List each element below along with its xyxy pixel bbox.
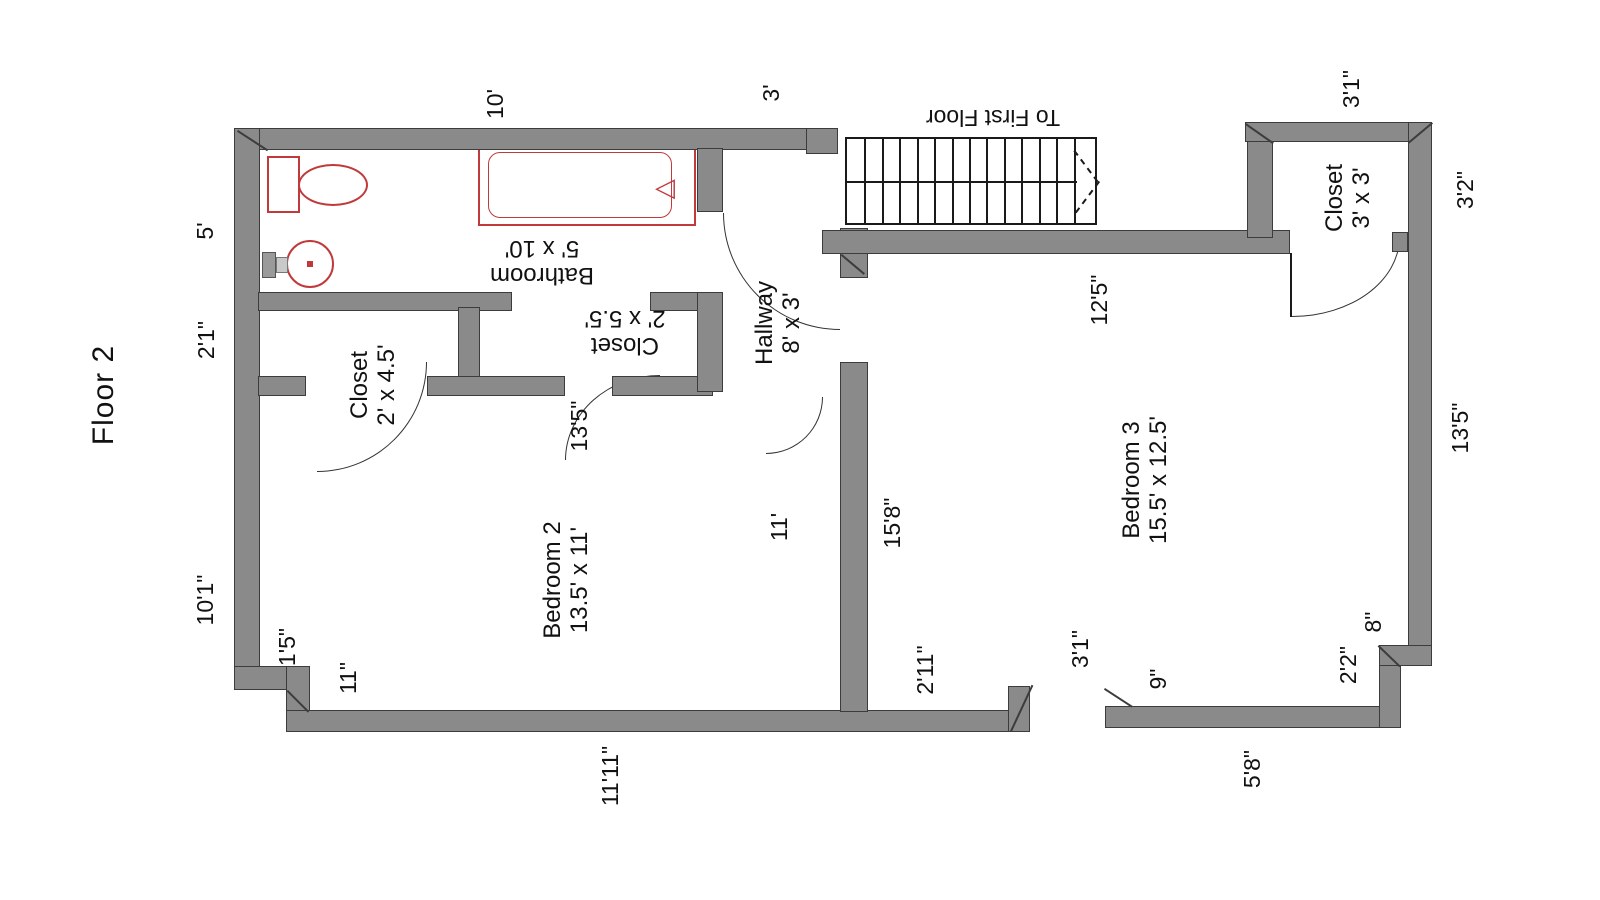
door-arc: [1292, 237, 1400, 317]
dimension-label: 11': [766, 512, 793, 542]
dimension-label: 2'2": [1335, 645, 1362, 685]
stairs-label: To First Floor: [925, 104, 1061, 131]
room-name: Closet: [346, 350, 374, 420]
dimension-label: 11'11": [597, 745, 624, 807]
room-name: Bedroom 3: [1118, 421, 1146, 539]
stair-tread: [969, 139, 971, 223]
wall: [697, 148, 723, 212]
stair-tread: [899, 139, 901, 223]
wall: [258, 292, 512, 311]
wall: [822, 230, 1290, 254]
room-dims: 2' x 4.5': [373, 344, 400, 426]
wall: [286, 710, 1030, 732]
wall: [1392, 232, 1408, 252]
room-name: Closet: [590, 331, 660, 359]
stair-tread: [986, 139, 988, 223]
room-name: Bedroom 2: [539, 521, 567, 639]
dimension-label: 11": [335, 661, 362, 695]
stair-tread: [1004, 139, 1006, 223]
wall: [458, 307, 480, 377]
dimension-label: 2'1": [193, 320, 220, 360]
wall: [806, 128, 838, 154]
stair-tread: [1056, 139, 1058, 223]
dimension-label: 10'1": [192, 574, 219, 626]
dimension-label: 5': [192, 222, 219, 240]
bathtub-faucet-icon: ◁: [655, 172, 675, 202]
page-title: Floor 2: [87, 344, 121, 446]
door-leaf: [1290, 253, 1292, 317]
wall: [1105, 706, 1401, 728]
dimension-label: 13'5": [1447, 402, 1474, 454]
sink-drain: [307, 261, 313, 267]
dimension-label: 3'1": [1067, 629, 1094, 669]
wall: [234, 128, 260, 690]
stair-tread: [934, 139, 936, 223]
dimension-label: 3': [758, 84, 785, 102]
room-dims: 13.5' x 11': [566, 526, 593, 634]
wall-bevel: [1103, 688, 1133, 708]
stair-tread: [864, 139, 866, 223]
sink-faucet: [262, 252, 276, 278]
stair-midline: [847, 181, 1077, 183]
staircase: [845, 137, 1097, 225]
dimension-label: 5'8": [1239, 749, 1266, 789]
room-dims: 15.5' x 12.5': [1145, 416, 1172, 544]
dimension-label: 10': [482, 89, 509, 119]
room-name: Hallway: [751, 280, 779, 366]
dimension-label: 12'5": [1086, 274, 1113, 326]
bathtub-inner: [488, 152, 672, 218]
room-name: Closet: [1321, 163, 1349, 233]
sink-faucet: [276, 257, 288, 273]
stair-tread: [1021, 139, 1023, 223]
dimension-label: 9": [1145, 668, 1172, 690]
dimension-label: 8": [1360, 611, 1387, 633]
room-dims: 5' x 10': [504, 235, 580, 262]
wall: [427, 376, 565, 396]
dimension-label: 1'5": [274, 627, 301, 667]
wall: [258, 376, 306, 396]
stair-tread: [882, 139, 884, 223]
stair-tread: [952, 139, 954, 223]
toilet-bowl: [298, 164, 368, 206]
dimension-label: 3'1": [1338, 69, 1365, 109]
wall: [234, 128, 838, 150]
toilet-tank: [267, 156, 300, 213]
room-dims: 8' x 3': [778, 292, 805, 354]
door-arc: [766, 397, 823, 454]
stair-tread: [917, 139, 919, 223]
wall: [697, 292, 723, 392]
wall: [1245, 122, 1432, 142]
dimension-label: 3'2": [1452, 170, 1479, 210]
wall: [840, 362, 868, 712]
stair-tread: [1039, 139, 1041, 223]
room-dims: 2' x 5.5': [584, 305, 666, 332]
dimension-label: 13'5": [566, 400, 593, 452]
dimension-label: 15'8": [879, 497, 906, 549]
room-name: Bathroom: [489, 261, 595, 289]
stair-tread: [1074, 139, 1076, 223]
wall: [1408, 122, 1432, 652]
dimension-label: 2'11": [912, 645, 939, 695]
room-dims: 3' x 3': [1348, 167, 1375, 229]
